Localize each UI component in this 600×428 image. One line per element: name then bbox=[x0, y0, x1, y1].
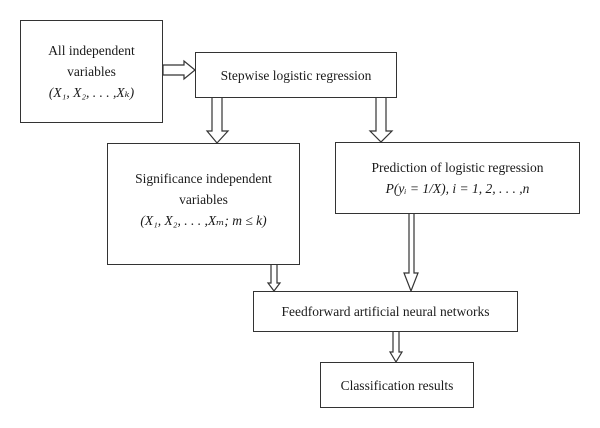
node-all-independent-variables: All independent variables (X₁, X₂, . . .… bbox=[20, 20, 163, 123]
arrow-stepwise-to-prediction bbox=[368, 98, 394, 143]
node-significance-independent-variables: Significance independent variables (X₁, … bbox=[107, 143, 300, 265]
arrow-ffnn-to-classification bbox=[388, 332, 404, 364]
node-label: Feedforward artificial neural networks bbox=[281, 304, 490, 319]
node-formula: (X₁, X₂, . . . ,Xₘ; m ≤ k) bbox=[140, 212, 267, 228]
arrow-stepwise-to-significance bbox=[205, 98, 230, 144]
node-label: Prediction of logistic regression bbox=[371, 160, 544, 175]
node-stepwise-logistic-regression: Stepwise logistic regression bbox=[195, 52, 397, 98]
node-prediction-of-logistic-regression: Prediction of logistic regression P(yᵢ =… bbox=[335, 142, 580, 214]
node-label: Stepwise logistic regression bbox=[220, 67, 372, 83]
node-label: Classification results bbox=[340, 377, 454, 393]
node-label: variables bbox=[67, 64, 116, 79]
node-feedforward-neural-networks: Feedforward artificial neural networks bbox=[253, 291, 518, 332]
arrow-significance-to-ffnn bbox=[266, 265, 282, 292]
node-label: variables bbox=[179, 191, 228, 207]
arrow-prediction-to-ffnn bbox=[403, 214, 419, 293]
node-formula: P(yᵢ = 1/X), i = 1, 2, . . . ,n bbox=[385, 181, 530, 196]
node-classification-results: Classification results bbox=[320, 362, 474, 408]
node-formula: (X₁, X₂, . . . ,Xₖ) bbox=[48, 85, 135, 100]
arrow-all-to-stepwise bbox=[162, 59, 196, 81]
node-label: All independent bbox=[48, 43, 135, 58]
node-label: Significance independent bbox=[135, 170, 272, 186]
